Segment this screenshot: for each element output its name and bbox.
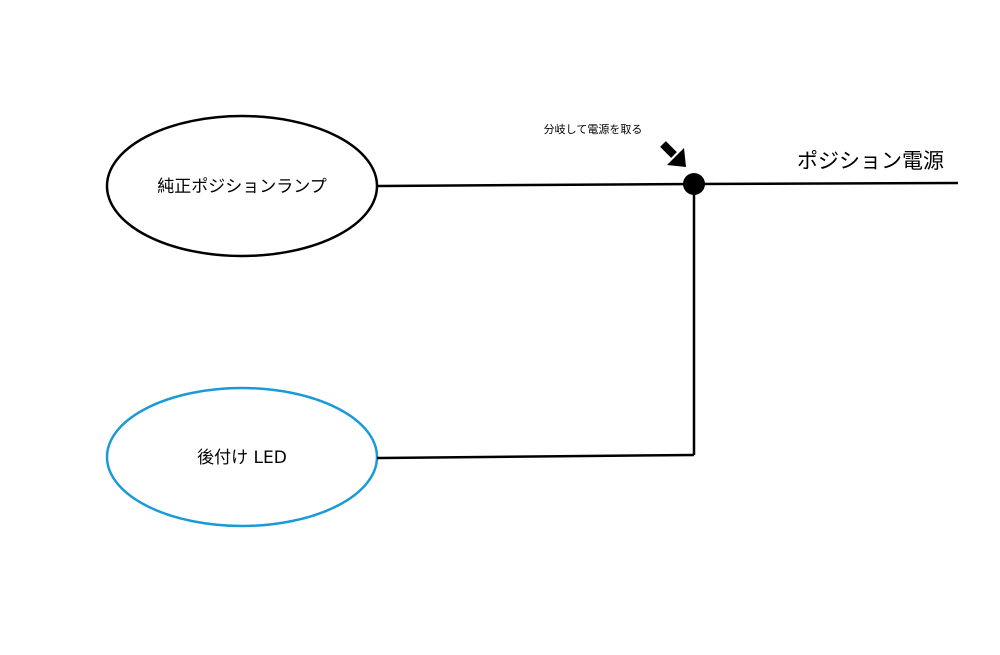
power-source-label: ポジション電源 — [797, 149, 944, 173]
junction-dot — [683, 173, 705, 195]
wire-led-to-branch — [376, 453, 695, 460]
node-aftermarket-led: 後付け LED — [105, 386, 379, 528]
wire-lamp-to-junction — [376, 182, 695, 188]
wire-junction-to-power — [693, 181, 959, 186]
junction-arrow-icon — [660, 141, 686, 167]
node-aftermarket-led-label: 後付け LED — [197, 448, 287, 468]
node-stock-position-lamp: 純正ポジションランプ — [105, 114, 379, 258]
junction-note-label: 分岐して電源を取る — [544, 122, 643, 136]
node-stock-position-lamp-label: 純正ポジションランプ — [157, 177, 327, 197]
